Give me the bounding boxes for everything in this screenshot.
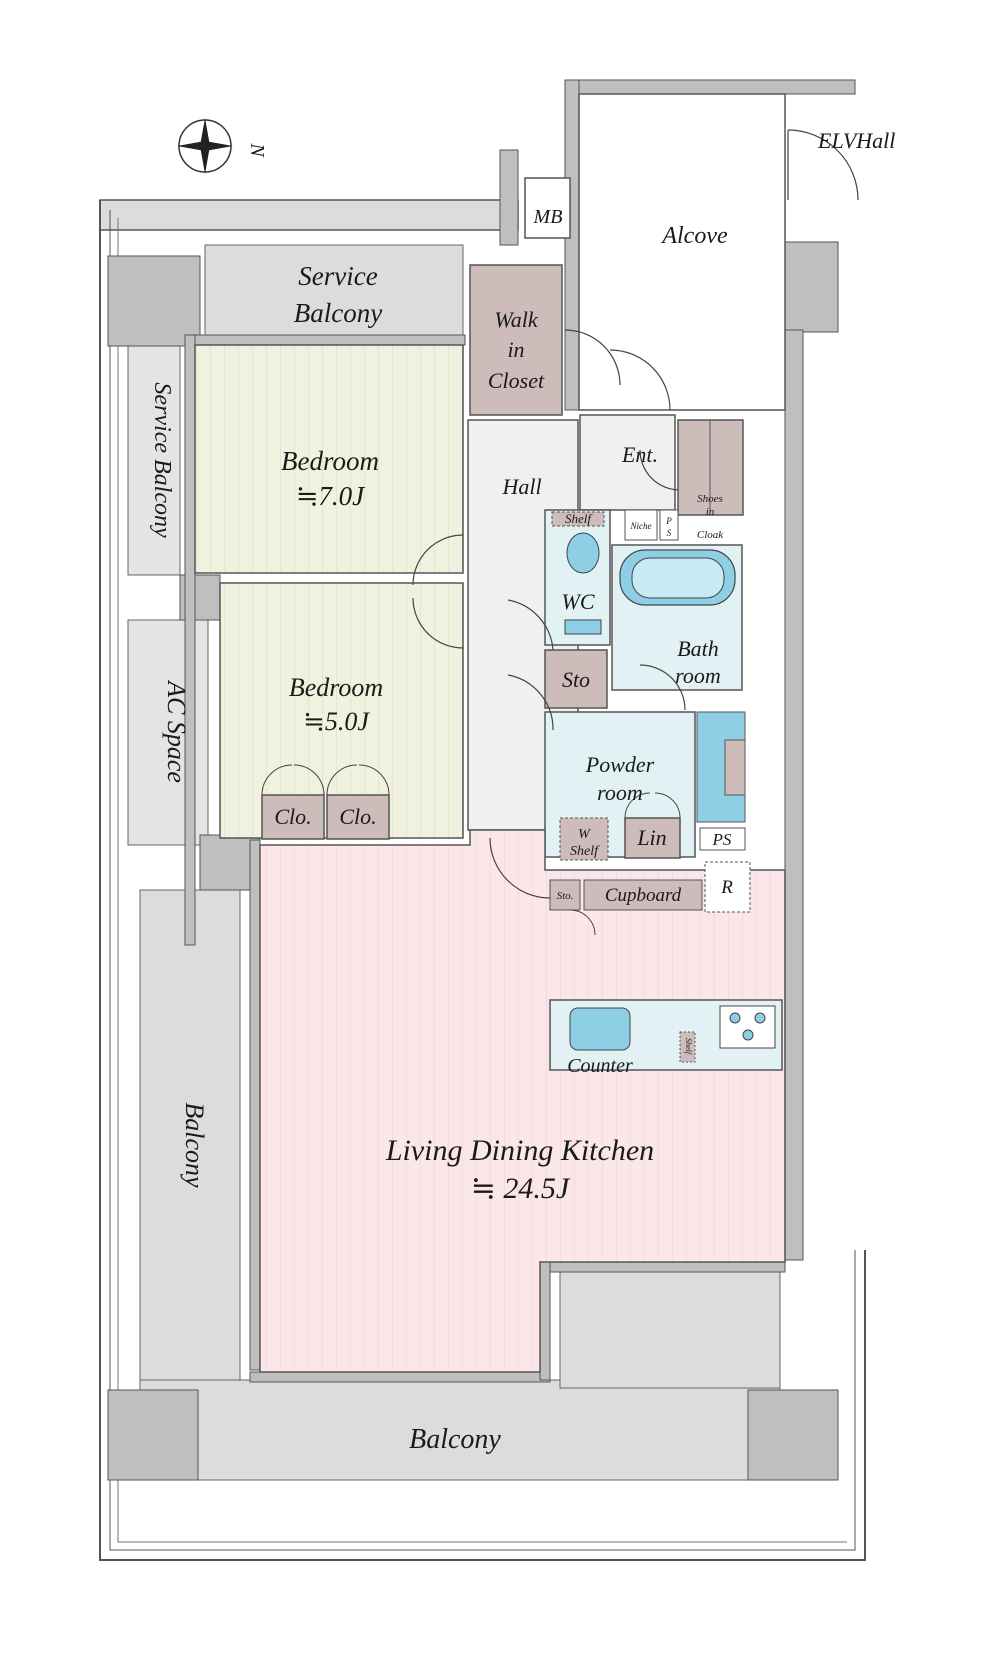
- balcony-areas: [99, 199, 866, 1561]
- shoes-cloak-label-1: Shoes: [697, 493, 723, 505]
- wc-shelf-label: Shelf: [565, 511, 593, 526]
- bedroom-1-size: ≒7.0J: [296, 481, 366, 511]
- closet-2-label: Clo.: [339, 804, 376, 829]
- bedroom-2-size: ≒5.0J: [303, 707, 370, 736]
- balcony-side-label: Balcony: [180, 1102, 209, 1188]
- room-labels: ELVHall MB Alcove Service Balcony Walk i…: [149, 128, 895, 1455]
- refrigerator-label: R: [720, 877, 733, 898]
- kitchen-shelf-label: Shelf: [684, 1038, 693, 1056]
- w-shelf-label-1: W: [578, 827, 591, 842]
- ps-label: PS: [712, 830, 732, 849]
- sto-small-label: Sto.: [557, 890, 574, 902]
- walk-in-closet-label-1: Walk: [494, 307, 538, 332]
- ac-space-label: AC Space: [162, 679, 191, 783]
- walk-in-closet-label-2: in: [507, 337, 524, 362]
- bedroom-2-label: Bedroom: [289, 673, 383, 702]
- service-balcony-top-label-1: Service: [298, 261, 377, 291]
- wc-label: WC: [562, 589, 595, 614]
- sto-label: Sto: [562, 667, 590, 692]
- ps-small-label-2: S: [667, 528, 672, 538]
- service-balcony-top-label-2: Balcony: [294, 298, 382, 328]
- powder-room-label-1: Powder: [585, 752, 655, 777]
- bath-label-2: room: [675, 663, 721, 688]
- alcove-label: Alcove: [660, 223, 728, 249]
- compass-icon: N: [177, 118, 268, 174]
- ldk-label: Living Dining Kitchen: [385, 1134, 654, 1167]
- niche-label: Niche: [630, 521, 652, 531]
- compass-north-label: N: [246, 142, 268, 158]
- bath-label-1: Bath: [677, 636, 719, 661]
- bedroom-1-label: Bedroom: [281, 446, 379, 476]
- walk-in-closet-label-3: Closet: [488, 368, 545, 393]
- elv-hall-label: ELVHall: [817, 128, 895, 153]
- ldk-size: ≒ 24.5J: [471, 1172, 571, 1205]
- ps-small-label-1: P: [665, 516, 672, 526]
- cupboard-label: Cupboard: [605, 885, 682, 906]
- counter-label: Counter: [567, 1055, 633, 1077]
- service-balcony-side-label: Service Balcony: [149, 382, 175, 538]
- hall-label: Hall: [501, 474, 541, 499]
- shoes-cloak-label-2: in: [706, 506, 715, 518]
- shoes-cloak-label-3: Cloak: [697, 529, 724, 541]
- lin-label: Lin: [636, 825, 666, 850]
- balcony-bottom-label: Balcony: [409, 1424, 501, 1455]
- closet-1-label: Clo.: [274, 804, 311, 829]
- powder-room-label-2: room: [597, 780, 643, 805]
- entrance-label: Ent.: [621, 442, 658, 467]
- w-shelf-label-2: Shelf: [570, 844, 600, 859]
- mb-label: MB: [533, 206, 563, 228]
- rooms: [194, 93, 859, 1373]
